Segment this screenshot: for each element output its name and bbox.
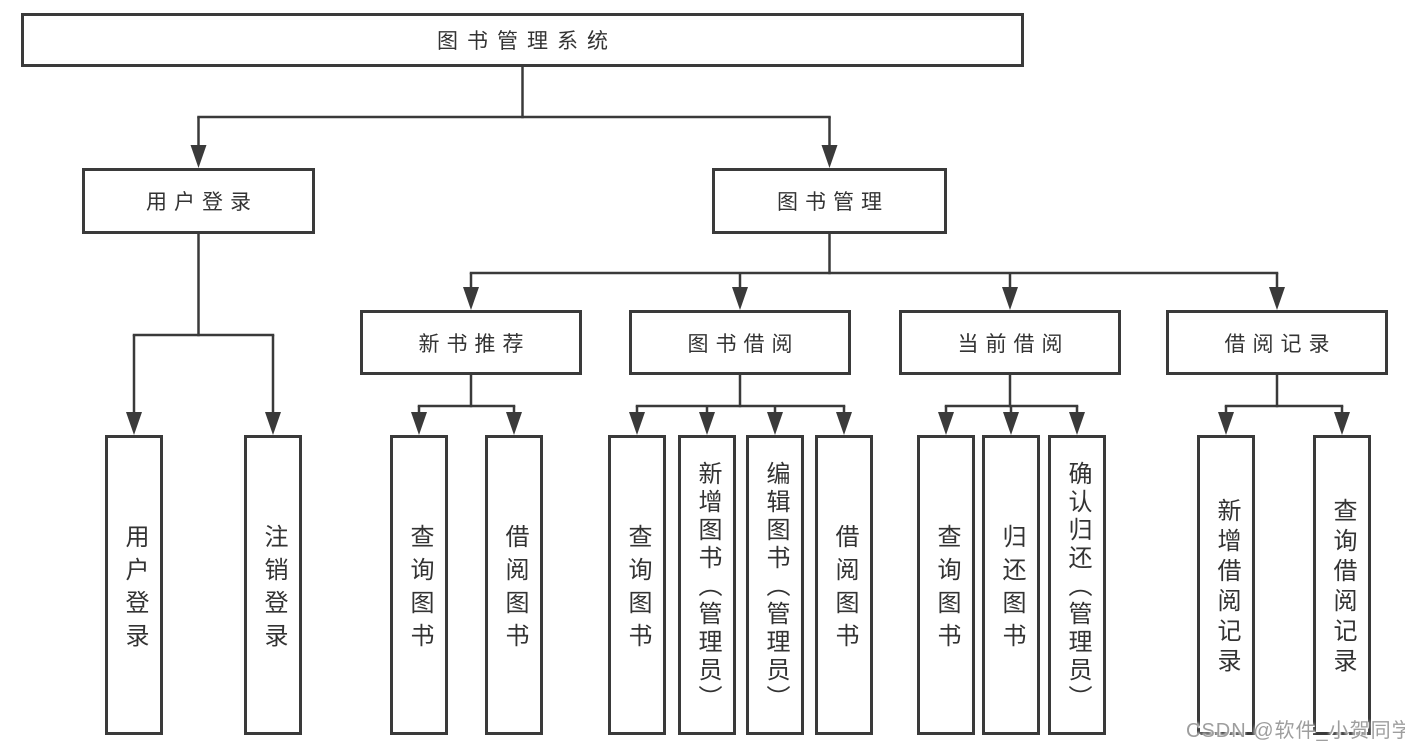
leaf-bb-query-books-label: 查询图书 — [624, 523, 651, 656]
leaf-cb-query-books-label: 查询图书 — [933, 523, 960, 656]
leaf-cb-return-books: 归还图书 — [982, 435, 1040, 735]
leaf-br-query-record-label: 查询借阅记录 — [1329, 498, 1356, 678]
leaf-nb-borrow-books: 借阅图书 — [485, 435, 543, 735]
node-book-borrow-label: 图书借阅 — [687, 332, 800, 356]
leaf-logout-label: 注销登录 — [260, 523, 287, 656]
watermark: CSDN @软件_小贺同学 — [1186, 720, 1405, 742]
node-user-login-label: 用户登录 — [146, 191, 258, 214]
leaf-bb-edit-books-admin-label: 编辑图书（管理员） — [762, 461, 789, 713]
connector-book-management-to-level2 — [463, 234, 1285, 310]
node-root-label: 图书管理系统 — [437, 30, 617, 53]
node-new-book-recommend: 新书推荐 — [360, 310, 582, 375]
node-borrow-records: 借阅记录 — [1166, 310, 1388, 375]
leaf-bb-query-books: 查询图书 — [608, 435, 666, 735]
connector-user-login-to-leaves — [126, 234, 281, 435]
leaf-br-query-record: 查询借阅记录 — [1313, 435, 1371, 735]
node-new-book-recommend-label: 新书推荐 — [418, 332, 531, 356]
node-borrow-records-label: 借阅记录 — [1224, 332, 1337, 356]
leaf-br-add-record-label: 新增借阅记录 — [1213, 498, 1240, 678]
leaf-nb-borrow-books-label: 借阅图书 — [501, 523, 528, 656]
leaf-cb-confirm-return-admin-label: 确认归还（管理员） — [1064, 461, 1091, 713]
connector-current-borrow-to-leaves — [938, 375, 1085, 435]
leaf-bb-add-books-admin-label: 新增图书（管理员） — [694, 461, 721, 713]
node-user-login: 用户登录 — [82, 168, 315, 234]
connector-borrow-records-to-leaves — [1218, 375, 1350, 435]
leaf-bb-borrow-books: 借阅图书 — [815, 435, 873, 735]
leaf-br-add-record: 新增借阅记录 — [1197, 435, 1255, 735]
leaf-user-login-label: 用户登录 — [121, 523, 148, 656]
leaf-logout: 注销登录 — [244, 435, 302, 735]
leaf-cb-query-books: 查询图书 — [917, 435, 975, 735]
node-current-borrow-label: 当前借阅 — [957, 332, 1070, 356]
connector-root-to-level1 — [190, 67, 838, 168]
connector-new-book-to-leaves — [411, 375, 522, 435]
leaf-bb-edit-books-admin: 编辑图书（管理员） — [746, 435, 804, 735]
leaf-nb-query-books: 查询图书 — [390, 435, 448, 735]
leaf-cb-return-books-label: 归还图书 — [998, 523, 1025, 656]
node-current-borrow: 当前借阅 — [899, 310, 1121, 375]
node-book-management-label: 图书管理 — [777, 191, 889, 214]
leaf-nb-query-books-label: 查询图书 — [406, 523, 433, 656]
leaf-cb-confirm-return-admin: 确认归还（管理员） — [1048, 435, 1106, 735]
node-book-borrow: 图书借阅 — [629, 310, 851, 375]
node-root: 图书管理系统 — [21, 13, 1024, 67]
node-book-management: 图书管理 — [712, 168, 947, 234]
leaf-bb-borrow-books-label: 借阅图书 — [831, 523, 858, 656]
connector-book-borrow-to-leaves — [629, 375, 852, 435]
leaf-bb-add-books-admin: 新增图书（管理员） — [678, 435, 736, 735]
leaf-user-login: 用户登录 — [105, 435, 163, 735]
